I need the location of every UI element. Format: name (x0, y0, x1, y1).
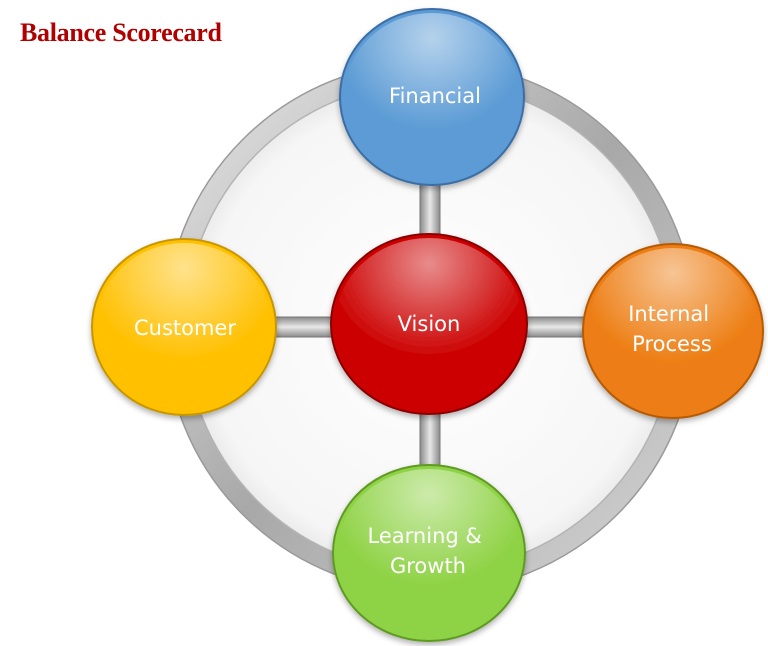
vision-label: Vision (398, 312, 461, 336)
internal-process-label: Internal Process (628, 302, 716, 356)
vision-node: Vision (330, 233, 528, 415)
perspective-node-learning-growth: Learning & Growth (332, 464, 526, 642)
diagram-title: Balance Scorecard (20, 18, 222, 47)
perspective-node-internal-process: Internal Process (582, 243, 764, 419)
customer-label: Customer (134, 316, 236, 340)
connector-right (524, 316, 591, 338)
financial-label: Financial (389, 84, 481, 108)
perspective-node-customer: Customer (91, 238, 277, 416)
connector-bottom (419, 409, 441, 471)
perspective-node-financial: Financial (339, 8, 525, 186)
learning-growth-label: Learning & Growth (368, 524, 489, 578)
connector-top (419, 179, 441, 241)
connector-left (269, 316, 336, 338)
